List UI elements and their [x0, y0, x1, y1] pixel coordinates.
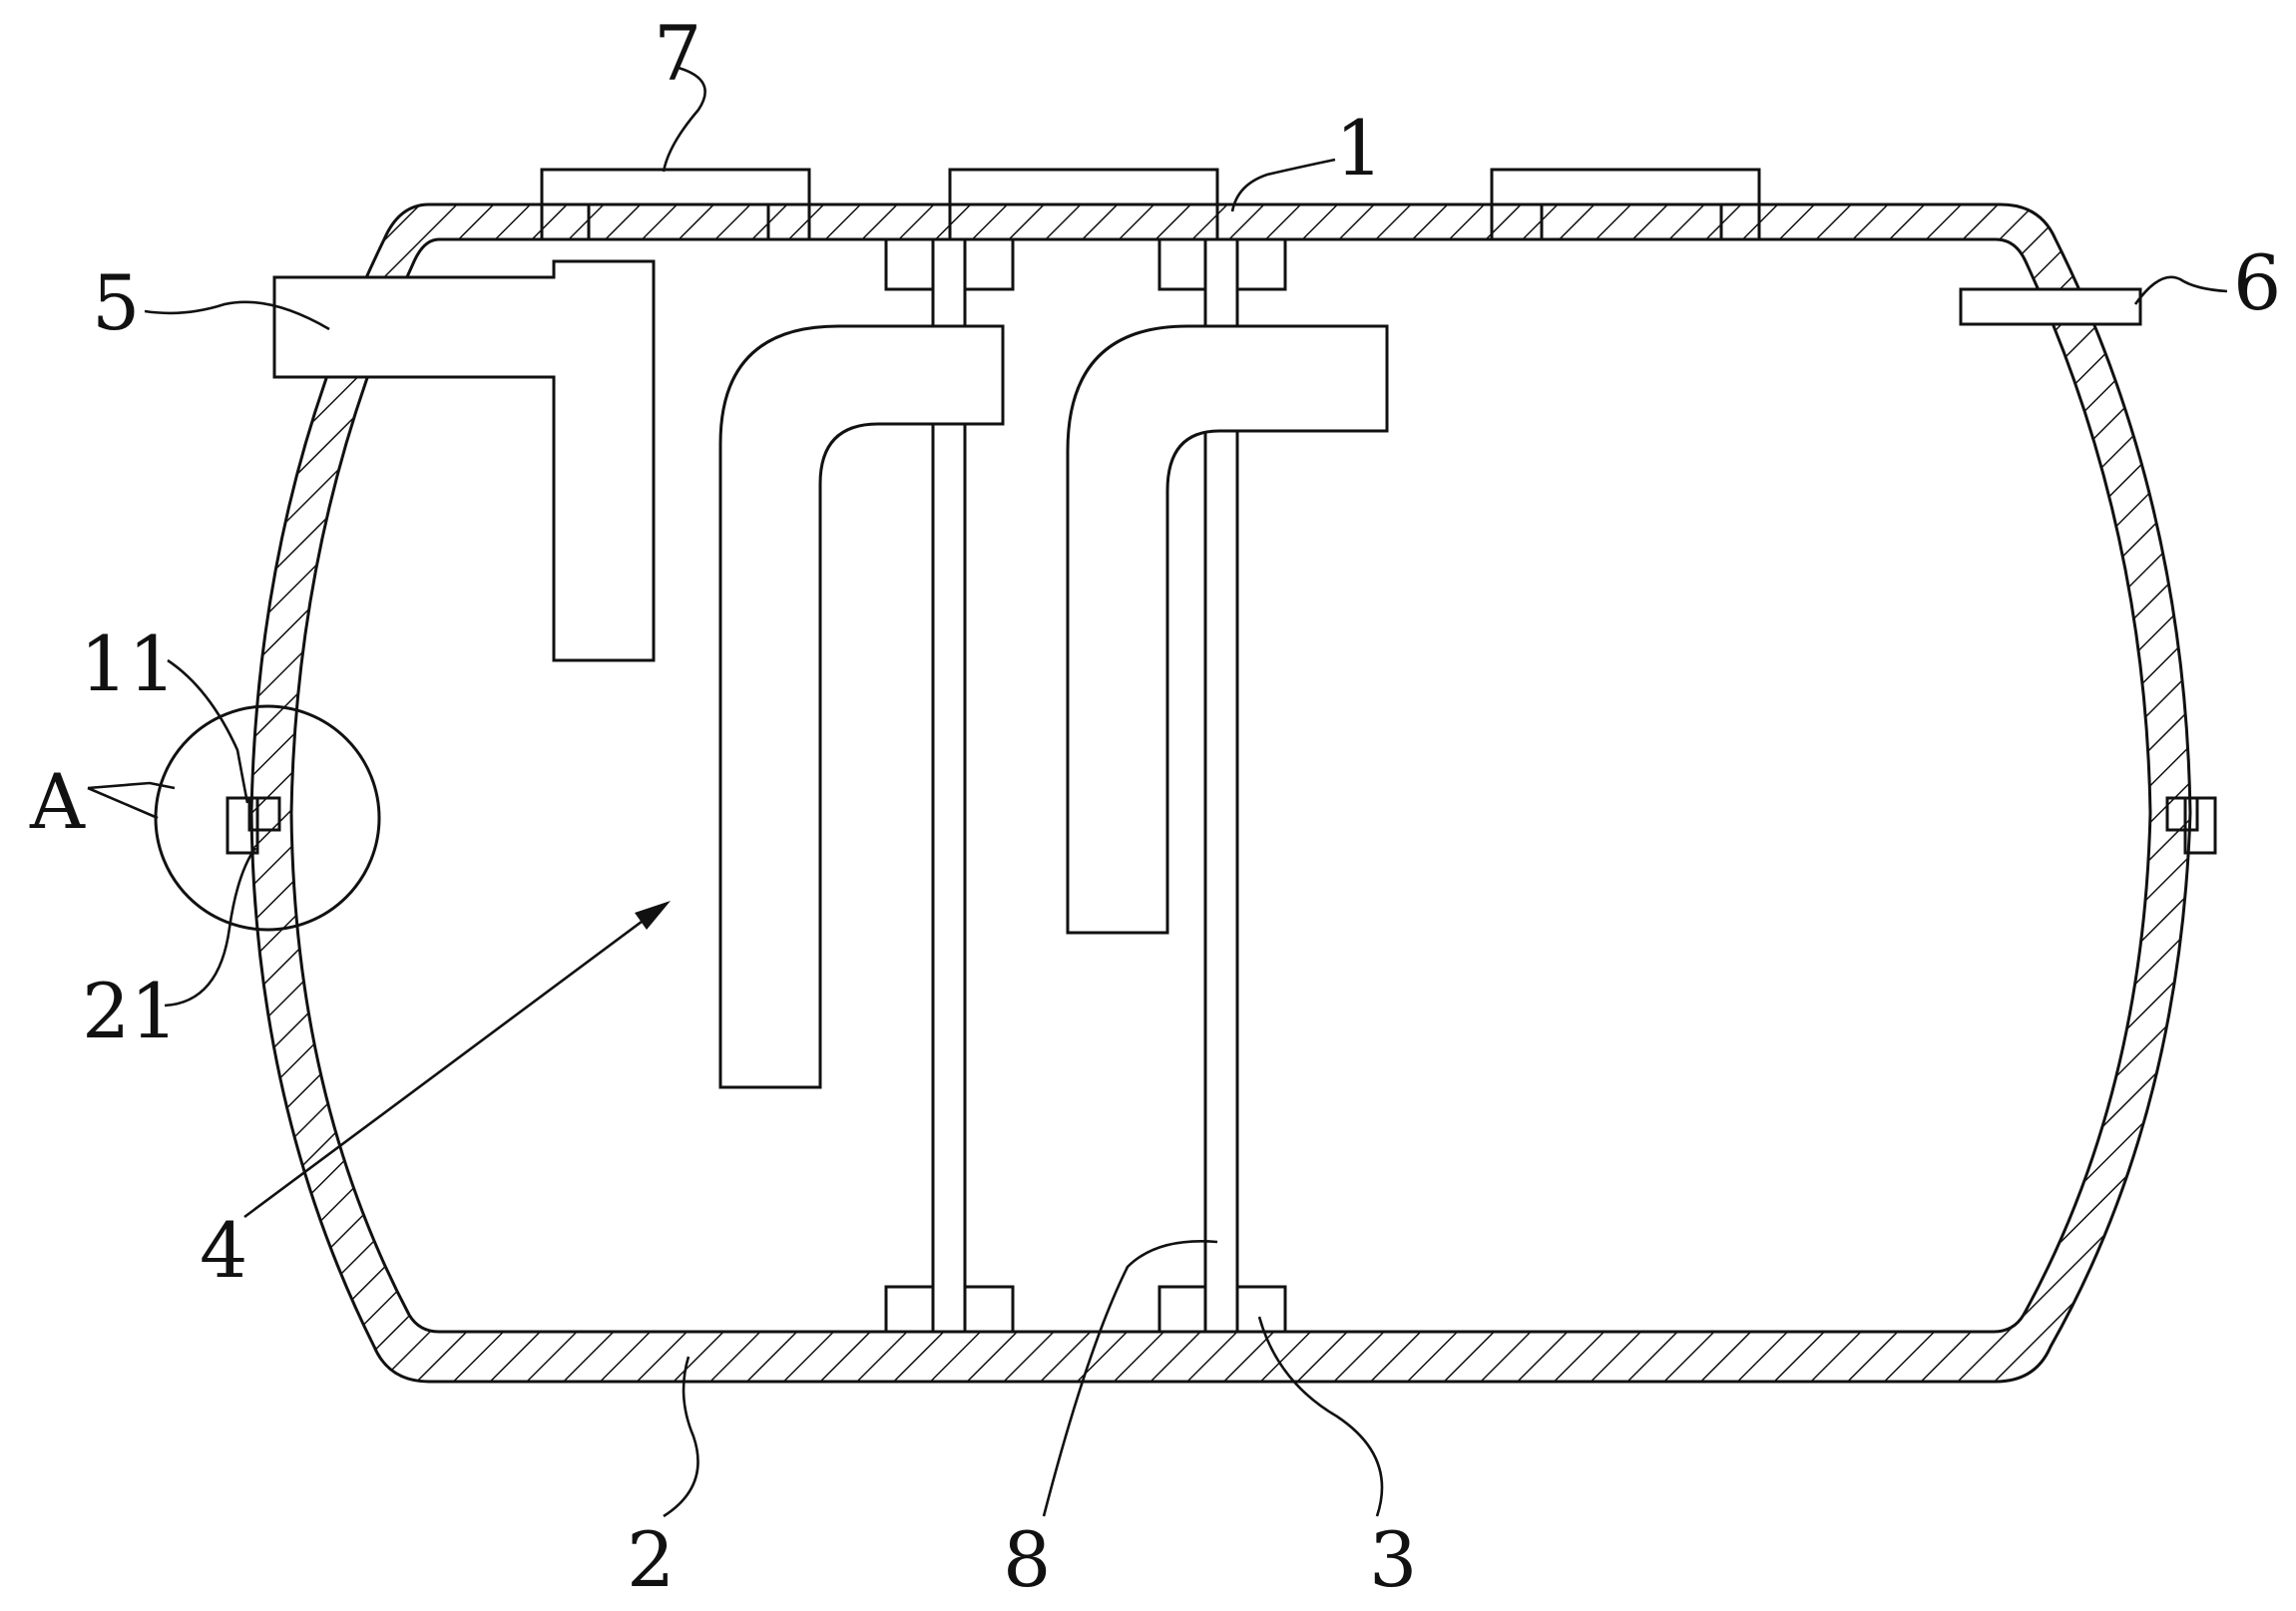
leader-7	[662, 66, 706, 173]
partitions	[884, 237, 1287, 1334]
top-covers	[540, 168, 1761, 241]
label-4: 4	[200, 1206, 247, 1295]
cover-middle	[948, 168, 1219, 241]
leader-lines	[87, 66, 2228, 1518]
top-clamp-right	[1157, 237, 1287, 291]
label-3: 3	[1369, 1515, 1417, 1604]
cover-right-neck	[1540, 202, 1723, 241]
tank-inner-outline	[289, 237, 2152, 1334]
bottom-clamp-right-fill-a	[1157, 1285, 1207, 1334]
bottom-clamp-right-fill-b	[1235, 1285, 1287, 1334]
inlet-pipe	[272, 259, 656, 662]
leader-1	[1230, 158, 1336, 212]
leader-21	[164, 847, 257, 1007]
label-5: 5	[92, 258, 140, 347]
leader-3	[1257, 1316, 1384, 1517]
leader-8	[1042, 1240, 1218, 1517]
label-A: A	[29, 757, 86, 846]
leader-5	[144, 300, 330, 331]
leader-6	[2133, 275, 2228, 305]
label-2: 2	[627, 1515, 675, 1604]
arrow-4	[243, 901, 671, 1219]
bottom-clamp-left-fill-b	[963, 1285, 1015, 1334]
label-21: 21	[82, 967, 179, 1055]
bottom-clamp-right	[1157, 1285, 1287, 1332]
bottom-clamp-left-fill-a	[884, 1285, 935, 1334]
label-6: 6	[2233, 238, 2281, 327]
label-1: 1	[1335, 104, 1383, 193]
label-7: 7	[654, 9, 701, 98]
seam-flange-left	[226, 796, 281, 855]
tank-outer-outline	[249, 202, 2192, 1384]
leader-a	[87, 781, 176, 820]
elbow-pipe-left	[718, 324, 1005, 1089]
outlet-pipe	[1959, 287, 2142, 326]
seam-flange-right	[2165, 796, 2217, 855]
label-11: 11	[80, 619, 177, 708]
leader-11	[167, 658, 249, 804]
reference-labels: 7 1 5 6 11 A 21 4 2 8 3	[29, 9, 2281, 1604]
elbow-pipe-right	[1066, 324, 1389, 935]
label-8: 8	[1003, 1515, 1051, 1604]
bottom-clamp-left	[884, 1285, 1015, 1332]
cover-left-neck	[587, 202, 770, 241]
tank-shell	[249, 202, 2192, 1384]
leader-2	[663, 1356, 699, 1518]
top-clamp-left	[884, 237, 1015, 291]
